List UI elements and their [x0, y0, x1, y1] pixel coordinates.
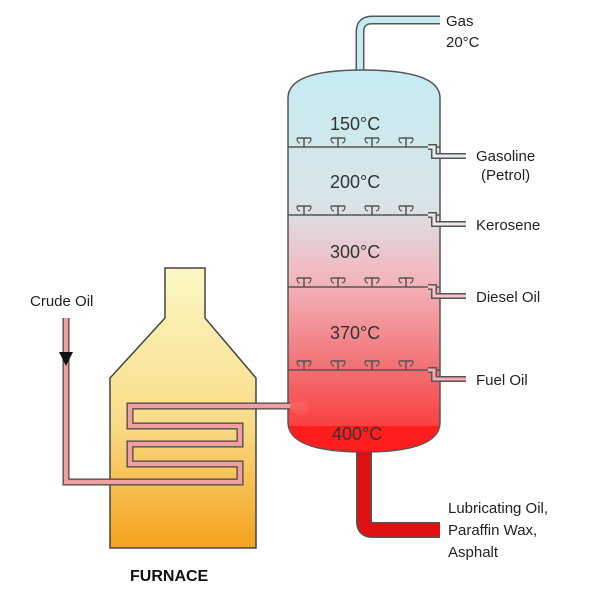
- kerosene-outlet-pipe: [428, 212, 466, 227]
- temp-label-200: 200°C: [330, 172, 380, 192]
- flow-arrow-icon: [59, 352, 73, 366]
- residue-outlet-pipe: [356, 452, 440, 538]
- bubble-cap-skirt: [330, 137, 346, 144]
- gas-temp-label: 20°C: [446, 34, 480, 51]
- bubble-cap-skirt: [330, 277, 346, 284]
- bubble-cap: [399, 277, 413, 287]
- gasoline-label: Gasoline: [476, 148, 535, 165]
- bubble-cap-skirt: [398, 360, 414, 367]
- fuel-oil-outlet-pipe: [428, 367, 466, 382]
- bubble-cap-skirt: [296, 137, 312, 144]
- bubble-cap-skirt: [398, 205, 414, 212]
- bubble-cap: [331, 137, 345, 147]
- bubble-cap: [399, 137, 413, 147]
- bubble-cap-skirt: [296, 277, 312, 284]
- gas-label: Gas: [446, 13, 474, 30]
- bubble-cap: [365, 277, 379, 287]
- temp-label-370: 370°C: [330, 323, 380, 343]
- lubricating-oil-label: Lubricating Oil,: [448, 500, 548, 517]
- diesel-outlet-pipe: [428, 284, 466, 299]
- bubble-caps: [296, 137, 414, 370]
- bubble-cap: [365, 360, 379, 370]
- temp-label-top: 150°C: [330, 114, 380, 134]
- temp-label-bottom: 400°C: [332, 424, 382, 444]
- column-inlet-glow: [291, 397, 309, 415]
- diesel-oil-label: Diesel Oil: [476, 289, 540, 306]
- distillation-column: [287, 69, 441, 453]
- furnace-label: FURNACE: [130, 568, 209, 585]
- bubble-cap: [297, 205, 311, 215]
- bubble-cap: [331, 277, 345, 287]
- bubble-cap-skirt: [364, 277, 380, 284]
- bubble-cap: [365, 137, 379, 147]
- asphalt-label: Asphalt: [448, 544, 499, 561]
- temp-label-300: 300°C: [330, 242, 380, 262]
- bubble-cap: [399, 205, 413, 215]
- kerosene-label: Kerosene: [476, 217, 540, 234]
- fuel-oil-label: Fuel Oil: [476, 372, 528, 389]
- bubble-cap-skirt: [398, 277, 414, 284]
- bubble-cap-skirt: [364, 205, 380, 212]
- paraffin-wax-label: Paraffin Wax,: [448, 522, 537, 539]
- bubble-cap-skirt: [330, 360, 346, 367]
- bubble-cap: [331, 360, 345, 370]
- bubble-cap-skirt: [330, 205, 346, 212]
- crude-oil-label: Crude Oil: [30, 293, 93, 310]
- bubble-cap: [365, 205, 379, 215]
- bubble-cap-skirt: [364, 360, 380, 367]
- petrol-label: (Petrol): [481, 167, 530, 184]
- bubble-cap-skirt: [296, 205, 312, 212]
- gas-pipe: [355, 15, 440, 72]
- bubble-cap: [331, 205, 345, 215]
- crude-oil-feed-pipe: [62, 318, 290, 486]
- column-bottom-residue: [289, 426, 439, 451]
- bubble-cap-skirt: [364, 137, 380, 144]
- bubble-cap: [297, 277, 311, 287]
- bubble-cap: [297, 137, 311, 147]
- bubble-cap-skirt: [296, 360, 312, 367]
- bubble-cap: [297, 360, 311, 370]
- bubble-cap-skirt: [398, 137, 414, 144]
- gasoline-outlet-pipe: [428, 144, 466, 159]
- bubble-cap: [399, 360, 413, 370]
